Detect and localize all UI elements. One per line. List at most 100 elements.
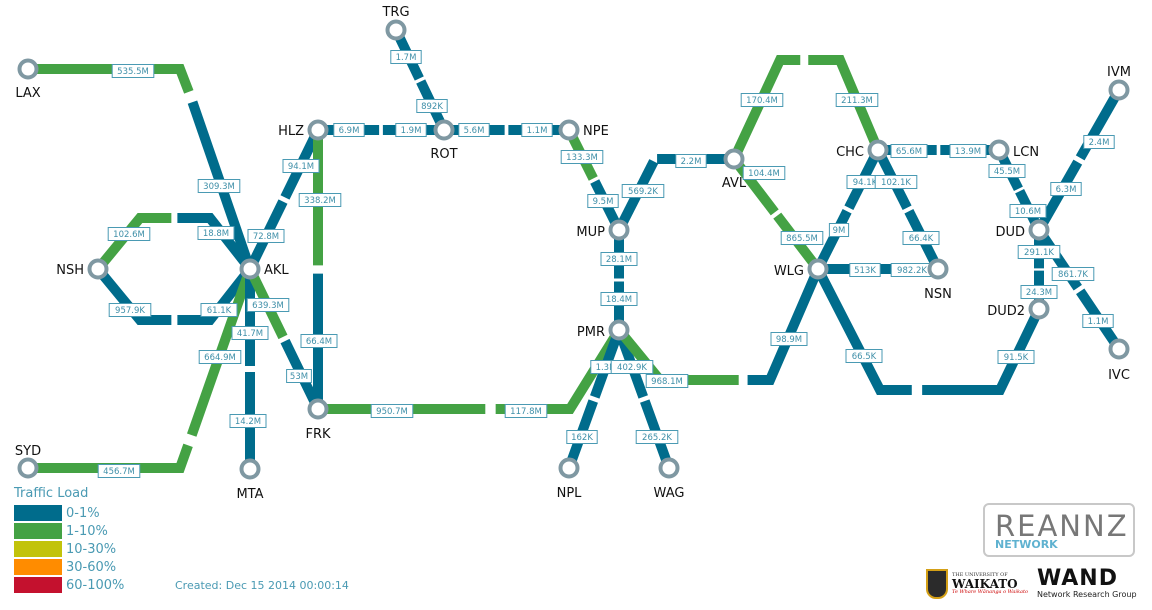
node-ring-icon[interactable] [1108, 338, 1130, 360]
node-ring-icon[interactable] [87, 258, 109, 280]
link-half-pmr[interactable] [564, 328, 624, 470]
node-dud[interactable]: DUD [995, 219, 1050, 241]
link-half-pmr[interactable] [614, 328, 674, 470]
link-half-akl[interactable] [94, 265, 254, 325]
link-half-pmr[interactable] [318, 327, 624, 414]
node-lax[interactable]: LAX [15, 58, 41, 102]
node-ivc[interactable]: IVC [1108, 338, 1130, 384]
link-npe-mup[interactable] [564, 127, 624, 233]
node-dud2[interactable]: DUD2 [987, 298, 1050, 320]
link-half-nsh[interactable] [94, 213, 254, 273]
link-akl-frk[interactable] [245, 266, 323, 412]
node-avl[interactable]: AVL [722, 148, 747, 192]
link-half-wag[interactable] [614, 328, 674, 470]
link-pmr-wag[interactable] [614, 328, 674, 470]
node-ring-icon[interactable] [239, 258, 261, 280]
link-half-npe[interactable] [564, 127, 624, 233]
node-chc[interactable]: CHC [836, 139, 889, 161]
node-nsh[interactable]: NSH [56, 258, 109, 280]
node-mup[interactable]: MUP [576, 219, 630, 241]
node-ring-icon[interactable] [927, 258, 949, 280]
link-nsh-akl-2[interactable] [94, 265, 254, 325]
node-ring-icon[interactable] [307, 119, 329, 141]
link-half-mup[interactable] [564, 127, 624, 233]
link-mup-avl[interactable] [614, 154, 734, 233]
link-half-nsh[interactable] [94, 265, 254, 325]
node-hlz[interactable]: HLZ [278, 119, 329, 141]
link-half-ivm[interactable] [1034, 87, 1124, 233]
node-ring-icon[interactable] [1028, 219, 1050, 241]
link-half-akl[interactable] [245, 127, 323, 272]
node-trg[interactable]: TRG [381, 5, 410, 41]
node-ring-icon[interactable] [988, 139, 1010, 161]
node-label: NPL [557, 486, 583, 501]
link-half-avl[interactable] [729, 55, 883, 162]
link-half-avl[interactable] [614, 154, 734, 233]
link-pmr-npl[interactable] [564, 328, 624, 470]
link-half-wlg[interactable] [813, 266, 1044, 395]
node-wlg[interactable]: WLG [774, 258, 829, 280]
node-npe[interactable]: NPE [558, 119, 609, 141]
node-ring-icon[interactable] [558, 119, 580, 141]
link-half-ivc[interactable] [1034, 227, 1124, 352]
link-half-nsn[interactable] [873, 147, 943, 272]
link-half-wlg[interactable] [615, 267, 823, 385]
link-half-akl[interactable] [94, 213, 254, 273]
link-half-lax[interactable] [28, 64, 255, 271]
link-half-akl[interactable] [28, 267, 255, 473]
link-akl-hlz[interactable] [245, 127, 323, 272]
link-trg-rot[interactable] [391, 27, 449, 133]
node-akl[interactable]: AKL [239, 258, 290, 280]
link-chc-wlg[interactable] [813, 147, 883, 272]
link-half-trg[interactable] [391, 27, 449, 133]
node-ring-icon[interactable] [307, 398, 329, 420]
link-half-chc[interactable] [813, 147, 883, 272]
link-half-rot[interactable] [391, 27, 449, 133]
node-ring-icon[interactable] [608, 219, 630, 241]
node-ring-icon[interactable] [433, 119, 455, 141]
node-ring-icon[interactable] [608, 319, 630, 341]
node-mta[interactable]: MTA [236, 458, 264, 503]
node-ring-icon[interactable] [1108, 79, 1130, 101]
link-label-text: 6.9M [339, 126, 360, 136]
link-frk-pmr[interactable] [318, 327, 624, 414]
node-ring-icon[interactable] [723, 148, 745, 170]
node-ring-icon[interactable] [558, 457, 580, 479]
node-ring-icon[interactable] [658, 457, 680, 479]
node-npl[interactable]: NPL [557, 457, 583, 502]
node-lcn[interactable]: LCN [988, 139, 1040, 161]
node-ivm[interactable]: IVM [1107, 65, 1131, 101]
link-half-mup[interactable] [614, 154, 734, 233]
node-syd[interactable]: SYD [15, 444, 41, 479]
node-frk[interactable]: FRK [305, 398, 331, 443]
link-label: 18.8M [197, 226, 235, 240]
node-rot[interactable]: ROT [430, 119, 458, 163]
link-chc-nsn[interactable] [873, 147, 943, 272]
link-half-frk[interactable] [245, 266, 323, 412]
link-pmr-wlg[interactable] [615, 267, 823, 385]
node-ring-icon[interactable] [239, 458, 261, 480]
link-half-pmr[interactable] [615, 267, 823, 385]
link-half-wlg[interactable] [813, 147, 883, 272]
link-wlg-dud2[interactable] [813, 266, 1044, 395]
node-ring-icon[interactable] [17, 457, 39, 479]
link-half-wlg[interactable] [730, 155, 822, 273]
link-dud-ivm[interactable] [1034, 87, 1124, 233]
link-syd-akl[interactable] [28, 267, 255, 473]
link-half-lcn[interactable] [994, 147, 1044, 233]
node-ring-icon[interactable] [17, 58, 39, 80]
node-ring-icon[interactable] [867, 139, 889, 161]
link-half-npl[interactable] [564, 328, 624, 470]
node-ring-icon[interactable] [385, 19, 407, 41]
node-pmr[interactable]: PMR [577, 319, 630, 341]
link-half-chc[interactable] [873, 147, 943, 272]
link-half-hlz[interactable] [245, 127, 323, 272]
node-wag[interactable]: WAG [654, 457, 685, 502]
node-ring-icon[interactable] [1028, 298, 1050, 320]
link-half-akl[interactable] [245, 266, 323, 412]
link-half-dud2[interactable] [813, 266, 1044, 395]
link-nsh-akl-1[interactable] [94, 213, 254, 273]
link-half-dud[interactable] [1034, 87, 1124, 233]
node-ring-icon[interactable] [807, 258, 829, 280]
node-nsn[interactable]: NSN [924, 258, 952, 303]
